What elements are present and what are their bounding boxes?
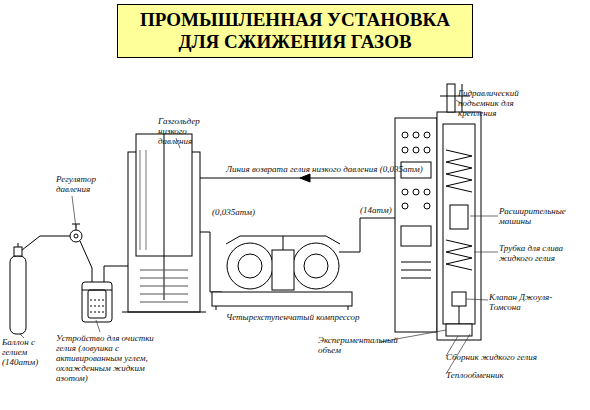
title-box: ПРОМЫШЛЕННАЯ УСТАНОВКА ДЛЯ СЖИЖЕНИЯ ГАЗО… <box>117 4 473 58</box>
part-label: Экспериментальный объем <box>318 335 402 355</box>
part-label: (0,035атм) <box>212 207 266 217</box>
part-label: Баллон с гелием (140атм) <box>2 337 46 367</box>
part-label: Четырехступенчатый компрессор <box>226 312 366 322</box>
liquefier-cryostat <box>437 84 481 340</box>
return-line <box>200 178 395 179</box>
part-label: Теплообменник <box>446 370 536 380</box>
gasholder <box>122 134 206 312</box>
four-stage-compressor <box>212 236 352 310</box>
part-label: Регулятор давления <box>56 174 108 194</box>
helium-cylinder <box>10 243 26 334</box>
flow-arrow <box>300 174 310 182</box>
gas-pipe <box>339 218 395 252</box>
part-label: Трубка для слива жидкого гелия <box>499 243 583 263</box>
control-cabinet <box>395 118 437 332</box>
part-label: Гидравлический подъемник для крепления <box>458 88 538 118</box>
part-label: Сборник жидкого гелия <box>446 352 546 362</box>
leader-lines <box>20 100 498 374</box>
gas-pipe <box>200 232 222 292</box>
part-label: Устройство для очистки гелия (ловушка с … <box>56 333 170 383</box>
gas-pipe <box>104 266 128 282</box>
part-label: Газгольдер низкого давления <box>158 116 210 146</box>
helium-purifier <box>82 282 112 322</box>
part-label: Линия возврата гелия низкого давления (0… <box>226 164 466 174</box>
part-label: Расширительные машины <box>499 206 579 226</box>
part-label: Клапан Джоуля-Томсона <box>489 292 573 312</box>
title: ПРОМЫШЛЕННАЯ УСТАНОВКА ДЛЯ СЖИЖЕНИЯ ГАЗО… <box>140 9 450 53</box>
gas-pipe <box>22 236 70 250</box>
part-label: (14атм) <box>360 205 404 215</box>
gas-pipe <box>80 241 92 282</box>
